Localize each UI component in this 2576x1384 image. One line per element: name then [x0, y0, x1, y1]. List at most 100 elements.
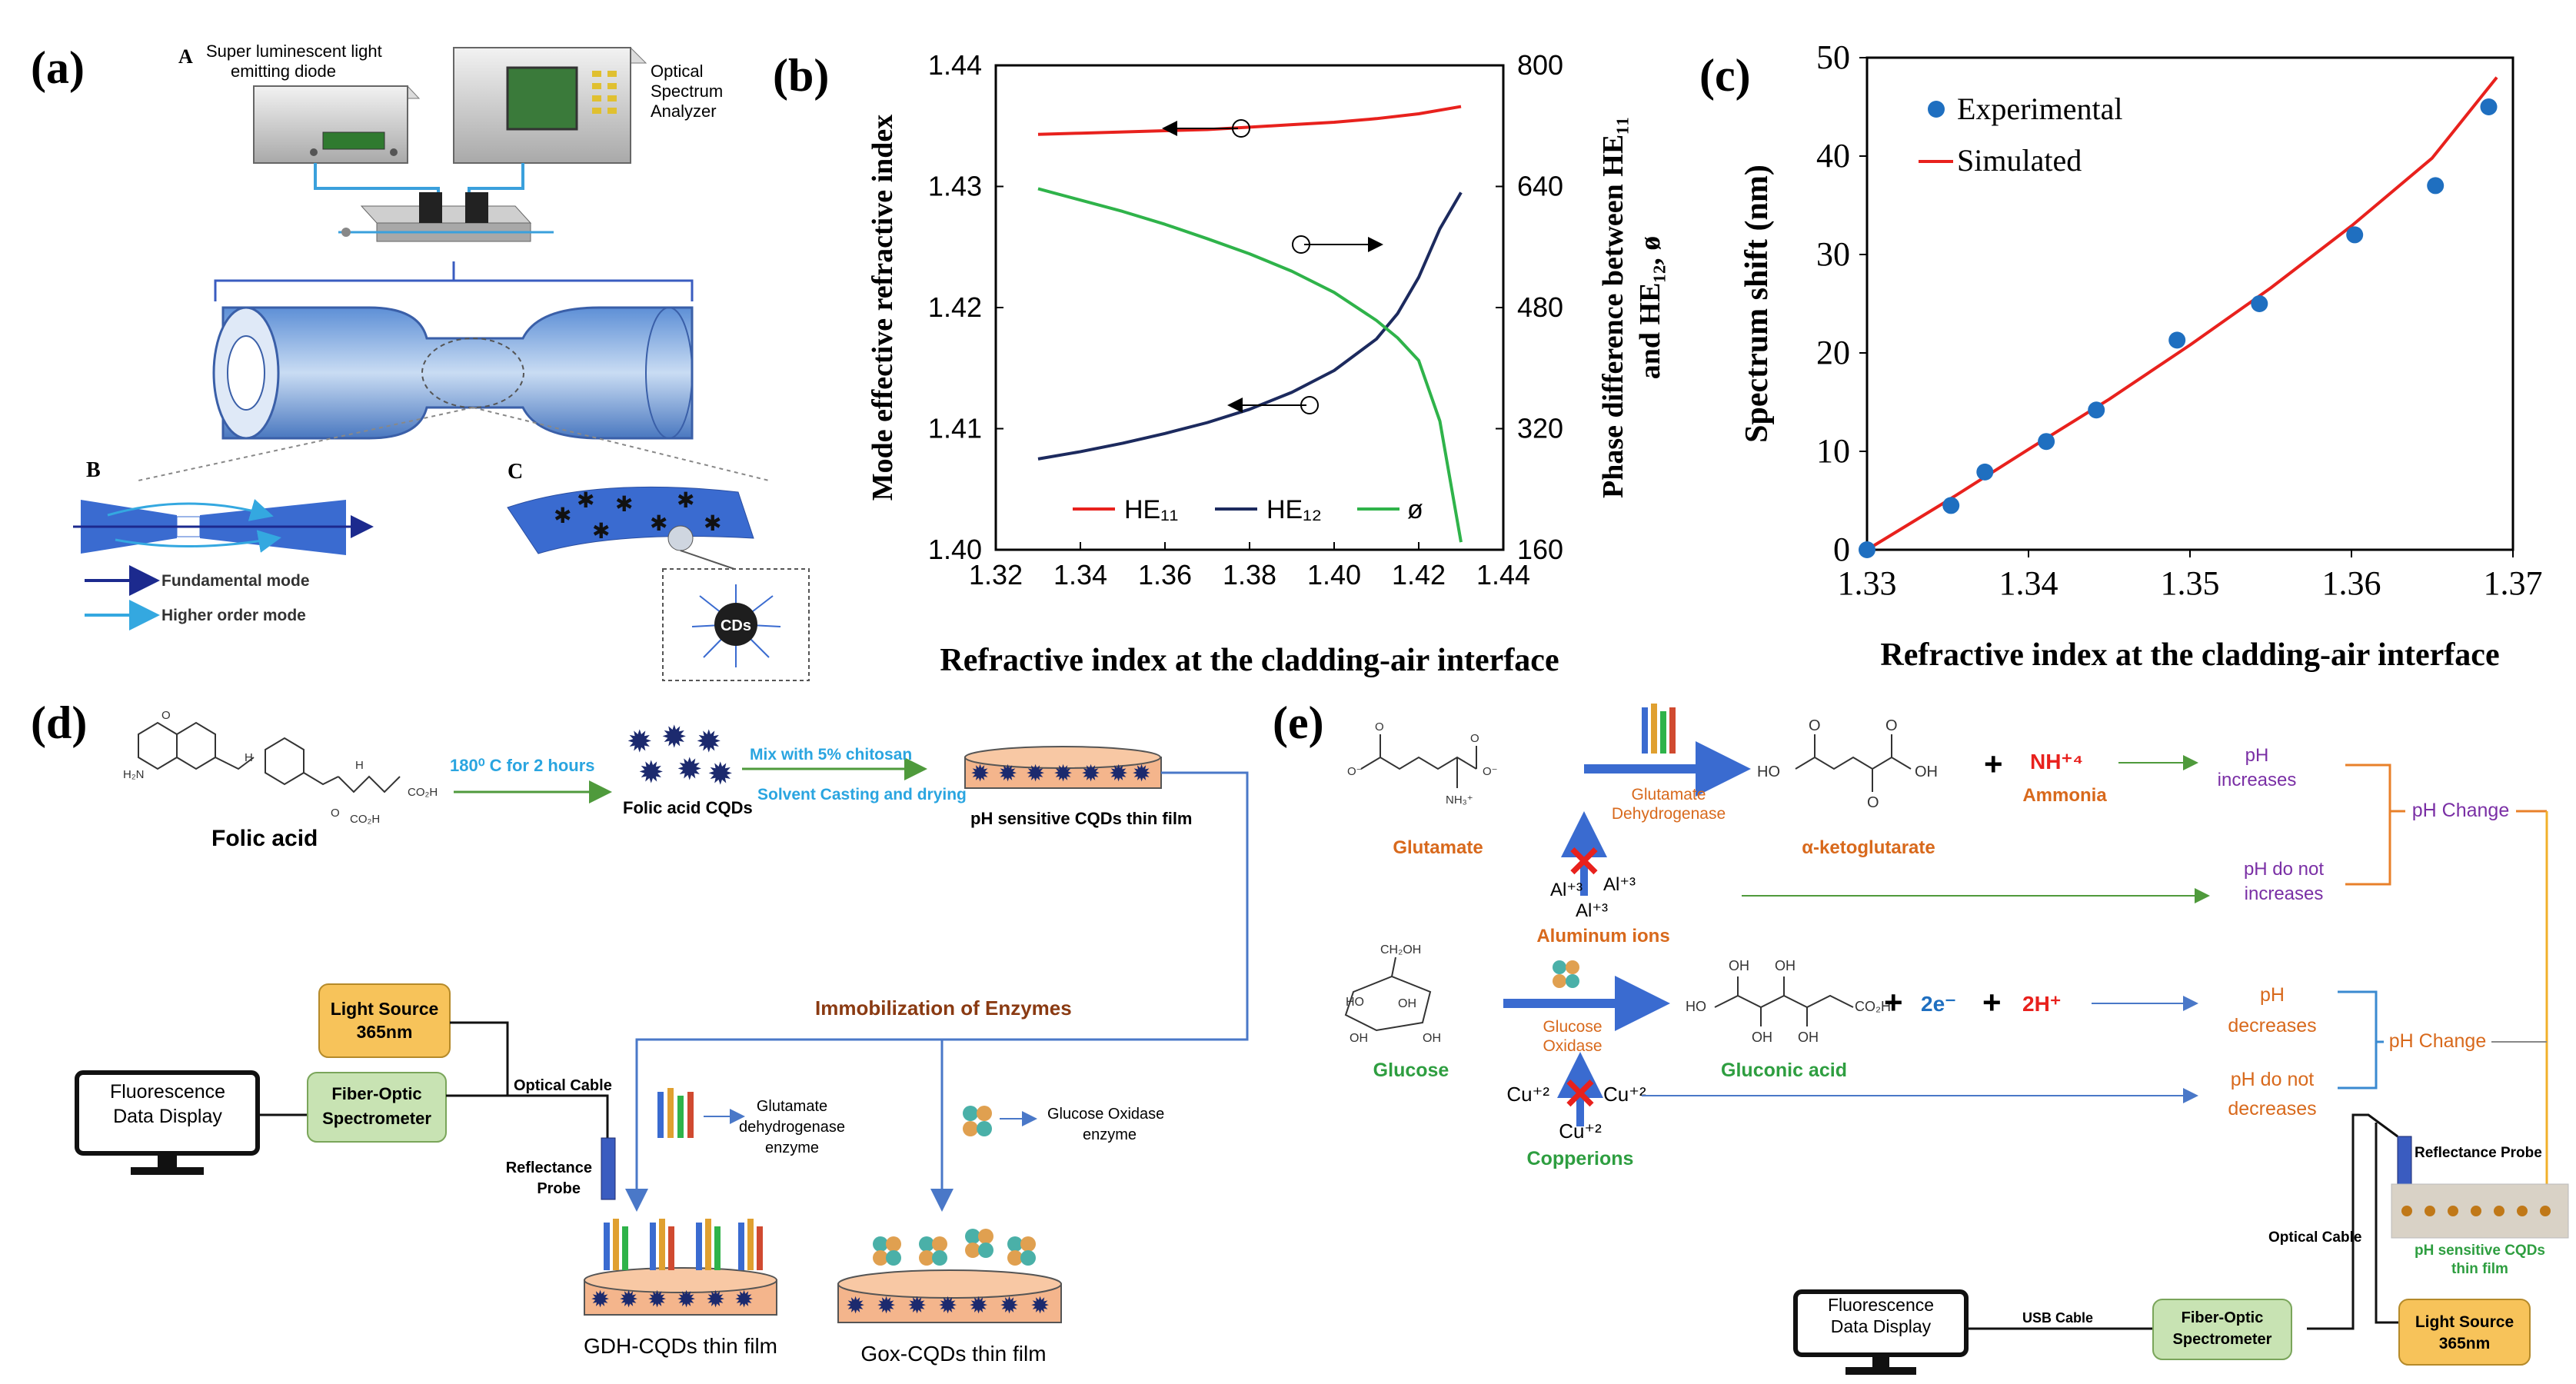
chart-b-legend: HE₁₁ HE₁₂ ø: [1073, 495, 1423, 524]
svg-text:✹: ✹: [1053, 761, 1073, 787]
usb-cable-label: USB Cable: [2022, 1310, 2093, 1326]
inhibit-x-al: ✕: [1566, 837, 1603, 886]
svg-text:✱: ✱: [615, 492, 633, 516]
svg-text:✹: ✹: [1026, 761, 1045, 787]
svg-text:OH: OH: [1350, 1032, 1368, 1045]
svg-text:✹: ✹: [707, 757, 734, 791]
monitor-d: [75, 1070, 260, 1175]
immobilization-label: Immobilization of Enzymes: [815, 996, 1072, 1020]
chart-c-plot-area: [1865, 56, 2514, 551]
svg-text:✹: ✹: [877, 1293, 896, 1319]
glucose-label: Glucose: [1373, 1060, 1449, 1081]
svg-text:OH: OH: [1915, 764, 1938, 780]
svg-text:✱: ✱: [592, 519, 610, 543]
svg-text:✹: ✹: [661, 720, 687, 754]
panel-e: O⁻OOO⁻NH₃⁺ Glutamate Glutamate Dehydroge…: [1344, 704, 2569, 1375]
ph-film-e: [2391, 1183, 2569, 1239]
svg-text:✹: ✹: [734, 1287, 754, 1312]
monitor-d-2: Data Display: [113, 1106, 222, 1127]
experimental-point: [2251, 295, 2268, 312]
chart-b-ylabel-left: Mode effective refractive index: [867, 115, 899, 501]
ph-film-label-d: pH sensitive CQDs thin film: [970, 809, 1193, 828]
light-source-e-2: 365nm: [2439, 1335, 2491, 1352]
osa-label-line3: Analyzer: [651, 101, 717, 121]
spectrometer-box-e: [2152, 1299, 2292, 1360]
nh4-label: NH⁺⁴: [2030, 750, 2083, 774]
glutamate-structure: [1360, 734, 1477, 788]
y-tick-label: 0: [1833, 531, 1850, 568]
chart-b-series: [1037, 105, 1463, 543]
x-tick-label: 1.33: [1838, 564, 1897, 602]
y-right-tick-label: 800: [1517, 49, 1563, 81]
spectrometer-d-2: Spectrometer: [322, 1109, 431, 1128]
panel-a: A Super luminescent light emitting diode…: [73, 42, 810, 681]
chart-b-ylabel-right-1: Phase difference between HE₁₁: [1597, 117, 1629, 498]
glutamate-label: Glutamate: [1393, 837, 1483, 858]
marker-a: A: [178, 45, 193, 68]
svg-text:✹: ✹: [647, 1287, 667, 1312]
step-casting: Solvent Casting and drying: [757, 786, 967, 803]
svg-text:✹: ✹: [1030, 1293, 1050, 1319]
osa-label-line2: Spectrum: [651, 82, 723, 101]
inhibit-x-cu: ✕: [1563, 1070, 1599, 1118]
svg-text:HO: HO: [1686, 999, 1706, 1014]
cu-bottom: Cu⁺²: [1559, 1120, 1602, 1143]
y-right-tick-label: 480: [1517, 291, 1563, 323]
cqds-label: Folic acid CQDs: [623, 798, 753, 817]
protons-label: 2H⁺: [2022, 992, 2062, 1016]
panel-label-e: (e): [1273, 697, 1324, 748]
x-tick-label: 1.42: [1392, 559, 1446, 591]
svg-text:H₂N: H₂N: [123, 768, 145, 781]
light-source-e-1: Light Source: [2415, 1313, 2514, 1331]
svg-text:✹: ✹: [619, 1287, 638, 1312]
film-e-2: thin film: [2451, 1261, 2508, 1277]
chart-b-xlabel: Refractive index at the cladding-air int…: [940, 643, 1559, 678]
legend-experimental: Experimental: [1957, 91, 2122, 126]
experimental-point: [2168, 331, 2186, 349]
probe-e-label: Reflectance Probe: [2415, 1145, 2542, 1161]
film-e-1: pH sensitive CQDs: [2415, 1243, 2545, 1259]
y-right-tick-label: 160: [1517, 534, 1563, 565]
legend-phase: ø: [1407, 495, 1423, 524]
ph-decreases-1: pH: [2260, 984, 2285, 1006]
y-tick-label: 20: [1816, 334, 1850, 371]
folic-acid-label: Folic acid: [211, 826, 318, 851]
spectrometer-e-1: Fiber-Optic: [2182, 1309, 2264, 1326]
light-source-d-1: Light Source: [331, 999, 439, 1019]
light-source-box-d: [318, 983, 451, 1058]
x-tick-label: 1.36: [2322, 564, 2381, 602]
svg-text:✹: ✹: [706, 1287, 725, 1312]
svg-text:✹: ✹: [1000, 1293, 1019, 1319]
ph-not-increases-2: increases: [2245, 883, 2324, 904]
gox-e-1: Glucose: [1543, 1018, 1602, 1036]
svg-text:O: O: [1867, 794, 1879, 811]
experimental-point: [2480, 98, 2498, 115]
light-source-box-e: [2398, 1299, 2531, 1366]
y-right-tick-label: 320: [1517, 413, 1563, 444]
ketoglutarate-label: α-ketoglutarate: [1802, 837, 1935, 858]
chart-b-ylabel-right-2: and HE₁₂, ø: [1634, 236, 1666, 379]
gdh-label-2: dehydrogenase: [739, 1119, 845, 1136]
svg-text:✹: ✹: [677, 1287, 696, 1312]
svg-text:HO: HO: [1757, 764, 1780, 780]
plus-2: +: [1884, 984, 1903, 1020]
ph-change-1: pH Change: [2412, 800, 2509, 821]
svg-text:✱: ✱: [650, 511, 667, 535]
x-tick-label: 1.44: [1476, 559, 1530, 591]
step-heating: 180⁰ C for 2 hours: [450, 756, 595, 775]
y-tick-label: 30: [1816, 235, 1850, 273]
svg-text:✹: ✹: [969, 1293, 988, 1319]
gdh-label-1: Glutamate: [757, 1098, 827, 1115]
gdh-e-1: Glutamate: [1632, 786, 1706, 803]
folic-acid-structure: [138, 721, 401, 793]
al-bottom: Al⁺³: [1576, 900, 1608, 921]
svg-text:O: O: [1885, 717, 1898, 734]
chart-c-ylabel: Spectrum shift (nm): [1739, 165, 1775, 443]
electrons-label: 2e⁻: [1921, 992, 1956, 1016]
experimental-point: [1859, 541, 1875, 558]
legend-higher-order-mode: Higher order mode: [161, 607, 306, 624]
